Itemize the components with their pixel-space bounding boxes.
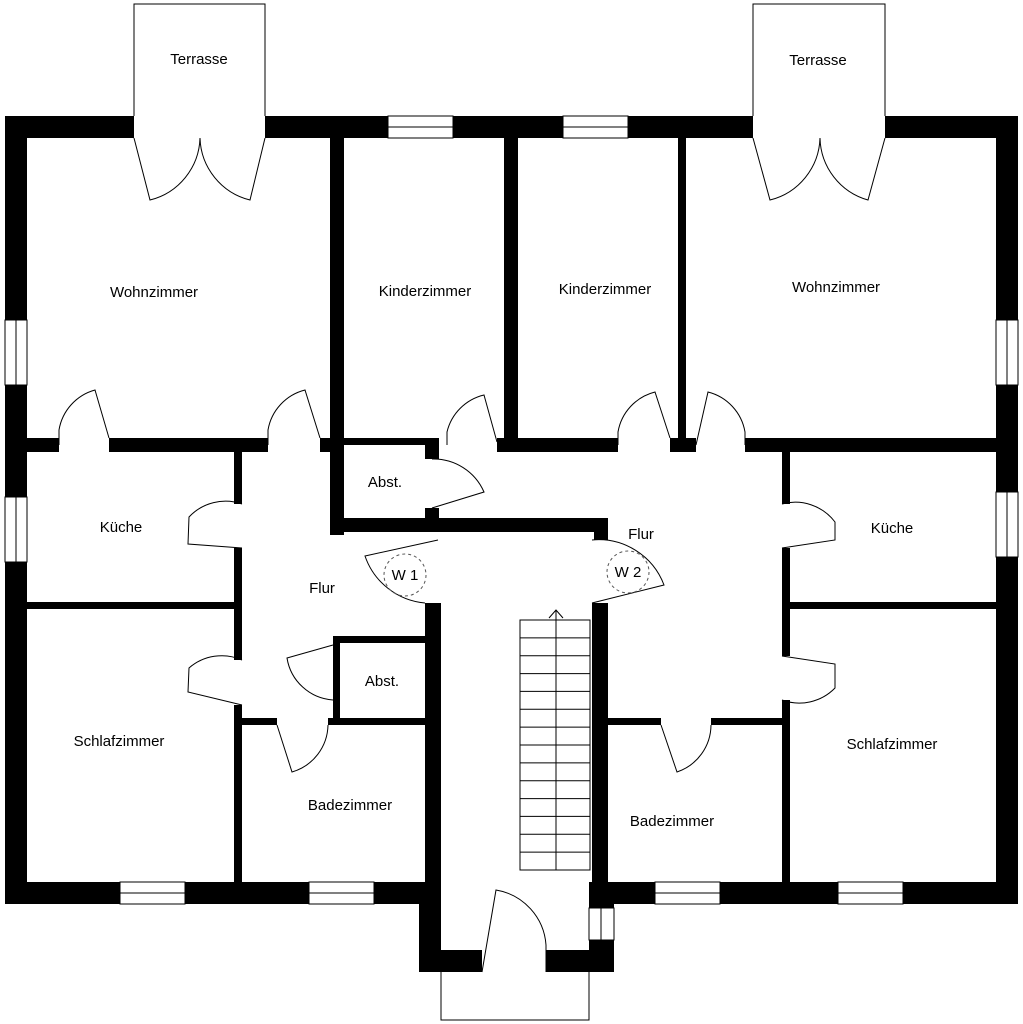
label-wohnzimmer-right: Wohnzimmer	[792, 279, 880, 296]
label-badezimmer-right: Badezimmer	[630, 813, 714, 830]
label-abst-left: Abst.	[365, 673, 399, 690]
label-flur-right: Flur	[628, 526, 654, 543]
label-kinderzimmer-2: Kinderzimmer	[559, 281, 652, 298]
label-schlafzimmer-left: Schlafzimmer	[74, 733, 165, 750]
label-badezimmer-left: Badezimmer	[308, 797, 392, 814]
terrace-right-outline	[752, 3, 886, 116]
label-w1: W 1	[392, 567, 419, 584]
label-flur-left: Flur	[309, 580, 335, 597]
room-labels: Terrasse Terrasse Wohnzimmer Kinderzimme…	[74, 51, 938, 830]
label-kueche-right: Küche	[871, 520, 914, 537]
label-terrasse-left: Terrasse	[170, 51, 228, 68]
interior-walls	[27, 138, 996, 882]
label-abst-top: Abst.	[368, 474, 402, 491]
label-schlafzimmer-right: Schlafzimmer	[847, 736, 938, 753]
windows	[4, 115, 1019, 941]
terrace-left-outline	[133, 3, 266, 116]
label-wohnzimmer-left: Wohnzimmer	[110, 284, 198, 301]
label-kueche-left: Küche	[100, 519, 143, 536]
label-w2: W 2	[615, 564, 642, 581]
doors	[58, 137, 886, 973]
entrance-landing-outline	[440, 972, 590, 1021]
label-kinderzimmer-1: Kinderzimmer	[379, 283, 472, 300]
label-terrasse-right: Terrasse	[789, 52, 847, 69]
staircase	[519, 609, 591, 871]
meter-circles	[383, 550, 650, 597]
